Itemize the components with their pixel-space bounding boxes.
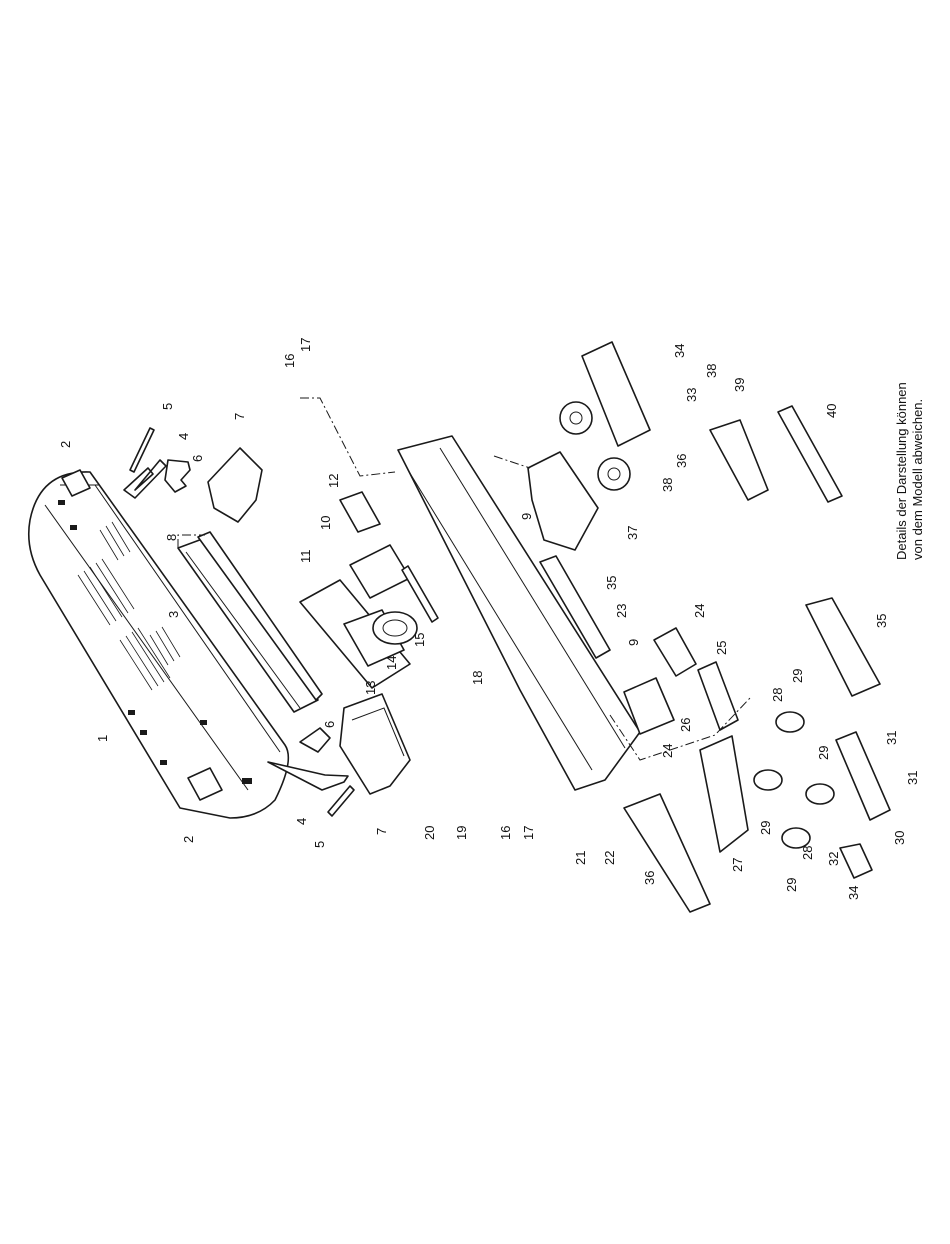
- label-1: 1: [95, 735, 110, 742]
- label-21: 21: [573, 851, 588, 865]
- label-9-top: 9: [519, 513, 534, 520]
- note-line-2: von dem Modell abweichen.: [910, 399, 925, 560]
- label-33: 33: [684, 388, 699, 402]
- label-26: 26: [678, 718, 693, 732]
- label-17-top: 17: [298, 338, 313, 352]
- label-16-bottom: 16: [498, 826, 513, 840]
- label-38-top: 38: [704, 364, 719, 378]
- label-36-top: 36: [674, 454, 689, 468]
- label-5-top: 5: [160, 403, 175, 410]
- label-29-d: 29: [784, 878, 799, 892]
- label-36-bottom: 36: [642, 871, 657, 885]
- label-3: 3: [166, 611, 181, 618]
- label-16-top: 16: [282, 354, 297, 368]
- label-32: 32: [826, 852, 841, 866]
- label-22: 22: [602, 851, 617, 865]
- label-34-top: 34: [672, 344, 687, 358]
- label-29-a: 29: [790, 669, 805, 683]
- label-17-bottom: 17: [521, 826, 536, 840]
- label-9-bottom: 9: [626, 639, 641, 646]
- label-7-top: 7: [232, 413, 247, 420]
- label-2-top: 2: [58, 441, 73, 448]
- cab-parts-lower: [268, 694, 410, 816]
- cab-parts-upper: [124, 428, 262, 522]
- rear-truck: [528, 342, 842, 550]
- label-8: 8: [164, 534, 179, 541]
- label-19: 19: [454, 826, 469, 840]
- label-10: 10: [318, 516, 333, 530]
- label-28-top: 28: [770, 688, 785, 702]
- label-39: 39: [732, 378, 747, 392]
- label-30: 30: [892, 831, 907, 845]
- label-35-top: 35: [604, 576, 619, 590]
- label-18: 18: [470, 671, 485, 685]
- label-4-bottom: 4: [294, 818, 309, 825]
- label-40: 40: [824, 404, 839, 418]
- label-28-bottom: 28: [800, 846, 815, 860]
- label-13: 13: [363, 681, 378, 695]
- label-37: 37: [625, 526, 640, 540]
- disclaimer-note: Details der Darstellung können von dem M…: [894, 382, 925, 560]
- label-15: 15: [412, 633, 427, 647]
- label-35-bottom: 35: [874, 614, 889, 628]
- label-24-top: 24: [692, 604, 707, 618]
- label-38-bottom: 38: [660, 478, 675, 492]
- label-24-bottom: 24: [660, 744, 675, 758]
- label-6-bottom: 6: [322, 721, 337, 728]
- label-4-top: 4: [176, 433, 191, 440]
- label-31-bottom: 31: [905, 771, 920, 785]
- label-20: 20: [422, 826, 437, 840]
- note-line-1: Details der Darstellung können: [894, 382, 909, 560]
- label-7-bottom: 7: [374, 828, 389, 835]
- label-11: 11: [298, 550, 313, 564]
- label-29-b: 29: [816, 746, 831, 760]
- label-34-bottom: 34: [846, 886, 861, 900]
- label-25: 25: [714, 641, 729, 655]
- label-29-c: 29: [758, 821, 773, 835]
- label-6-top: 6: [190, 455, 205, 462]
- label-23: 23: [614, 604, 629, 618]
- label-12: 12: [326, 474, 341, 488]
- label-14: 14: [384, 656, 399, 670]
- label-31-top: 31: [884, 731, 899, 745]
- label-2-bottom: 2: [181, 836, 196, 843]
- label-5-bottom: 5: [312, 841, 327, 848]
- label-27: 27: [730, 858, 745, 872]
